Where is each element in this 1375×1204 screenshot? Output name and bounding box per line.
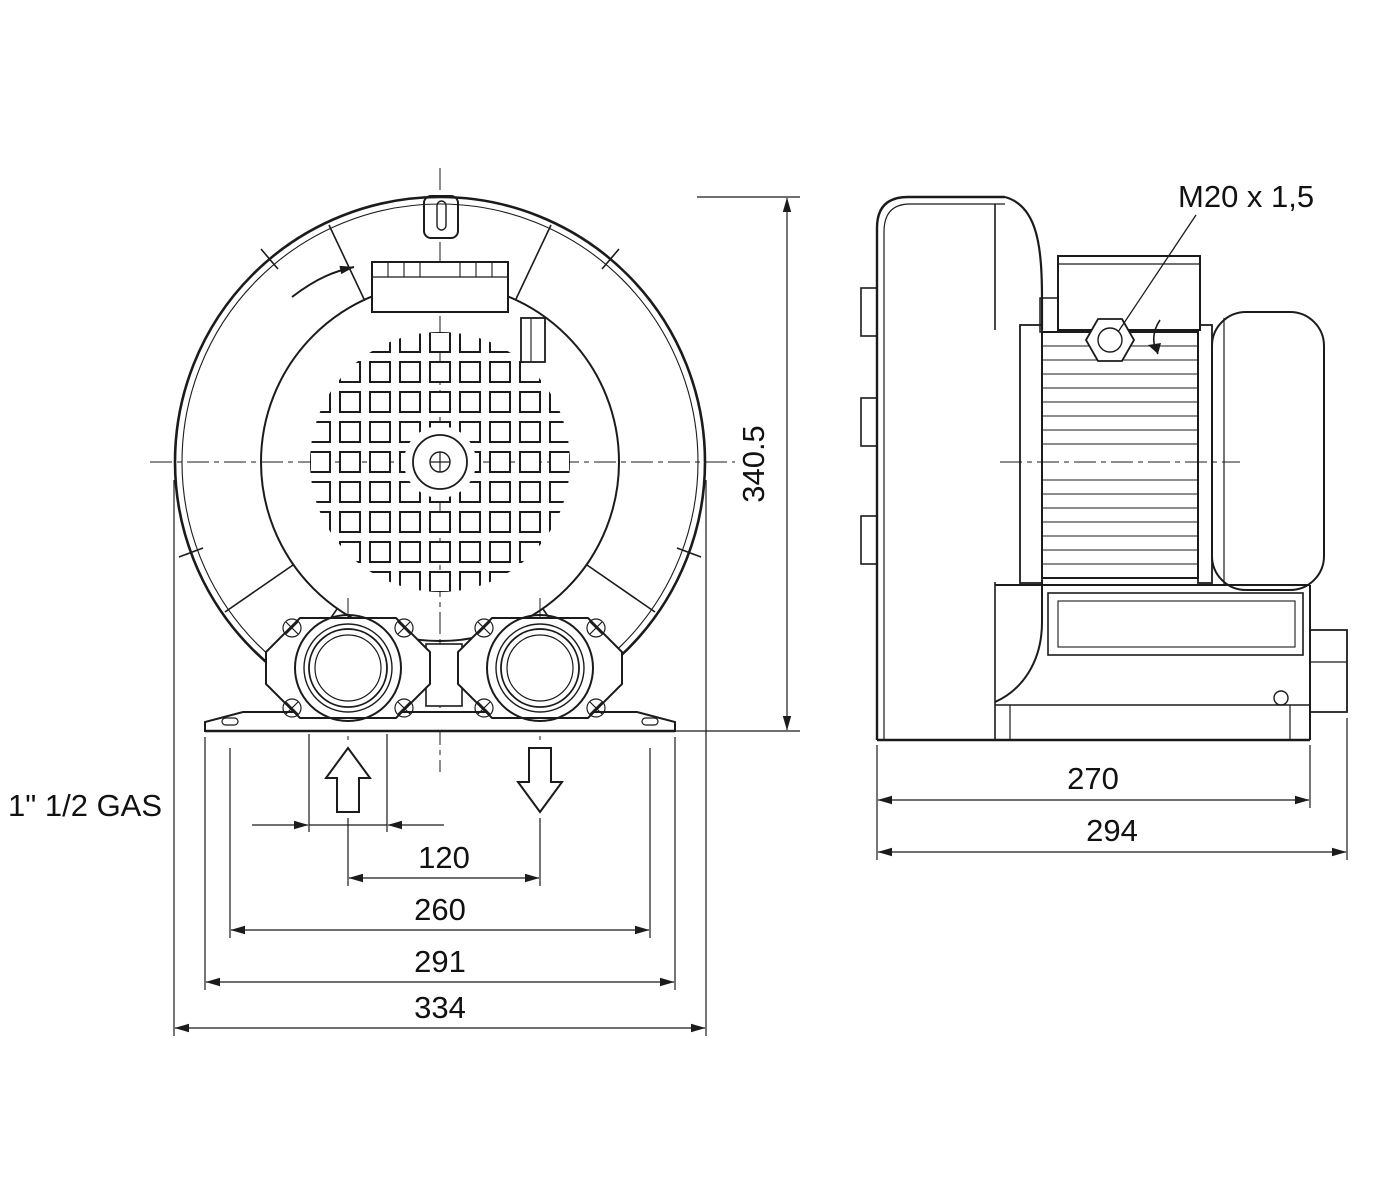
dim-294-label: 294 bbox=[1086, 813, 1138, 848]
front-view: 340.5 1" 1/2 GAS 120 260 291 334 bbox=[8, 168, 800, 1036]
right-bracket bbox=[1310, 629, 1348, 713]
terminal-box bbox=[1039, 214, 1201, 362]
base-plate bbox=[204, 711, 676, 733]
lower-housing bbox=[995, 584, 1348, 740]
side-dimensions bbox=[876, 718, 1348, 860]
dim-260-label: 260 bbox=[414, 892, 466, 927]
top-lug bbox=[423, 195, 459, 239]
dim-334-label: 334 bbox=[414, 990, 466, 1025]
flow-arrows bbox=[324, 746, 564, 814]
dim-291-label: 291 bbox=[414, 944, 466, 979]
cable-gland bbox=[1084, 318, 1136, 362]
gland-size-label: M20 x 1,5 bbox=[1178, 179, 1314, 214]
rotation-arrow bbox=[291, 265, 355, 298]
grille bbox=[310, 332, 570, 592]
right-port-flange bbox=[457, 614, 623, 722]
side-dimension-labels: M20 x 1,5 270 294 bbox=[1067, 179, 1314, 848]
top-port-box bbox=[371, 261, 546, 363]
port-thread-label: 1" 1/2 GAS bbox=[8, 788, 162, 823]
rear-housing bbox=[860, 195, 1310, 742]
side-view: M20 x 1,5 270 294 bbox=[860, 179, 1348, 860]
bottom-ports bbox=[265, 614, 623, 722]
gland-leader-line bbox=[1117, 214, 1197, 333]
dim-height-label: 340.5 bbox=[736, 425, 771, 503]
left-port-flange bbox=[265, 614, 431, 722]
inlet-arrow-up bbox=[324, 746, 372, 813]
dim-270-label: 270 bbox=[1067, 761, 1119, 796]
dim-120-label: 120 bbox=[418, 840, 470, 875]
gland-direction-symbol bbox=[1148, 319, 1161, 355]
rim-ticks bbox=[178, 248, 702, 558]
front-dimensions bbox=[173, 196, 800, 1036]
front-dimension-labels: 340.5 1" 1/2 GAS 120 260 291 334 bbox=[8, 425, 771, 1025]
outlet-arrow-down bbox=[516, 747, 564, 814]
motor-fins bbox=[1042, 345, 1198, 565]
motor bbox=[1019, 311, 1325, 591]
